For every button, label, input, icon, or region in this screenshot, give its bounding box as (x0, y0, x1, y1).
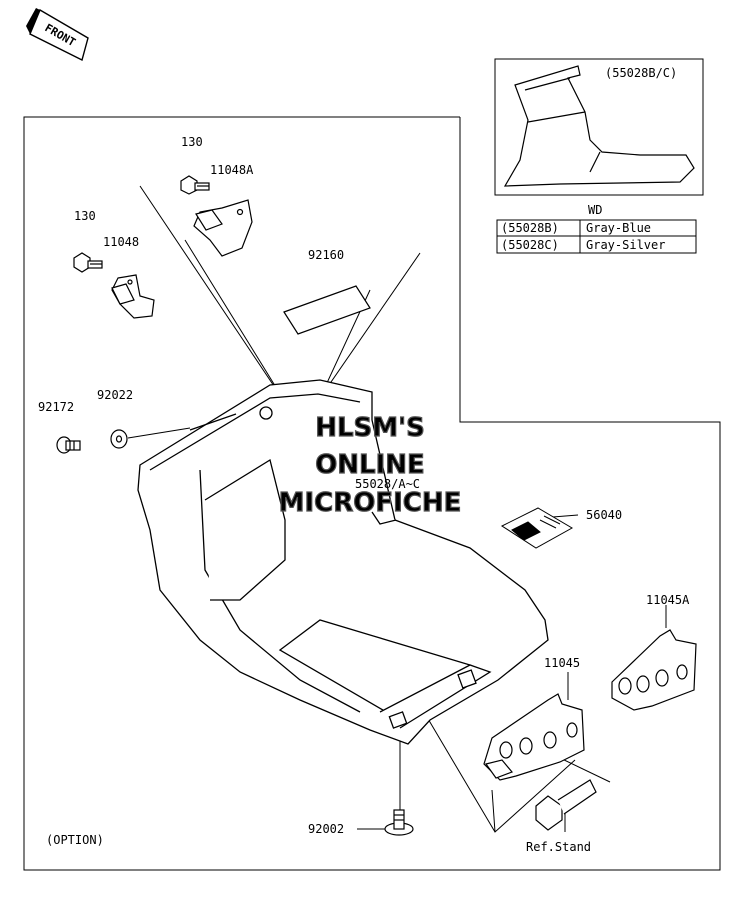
label-ref-stand: Ref.Stand (526, 840, 591, 854)
front-arrow-icon: FRONT (26, 8, 89, 62)
screw-92002 (384, 809, 414, 836)
label-11048A: 11048A (210, 163, 254, 177)
color-table-header: WD (588, 203, 602, 217)
row-color-b: Gray-Blue (586, 221, 651, 235)
washer-92022 (110, 429, 128, 449)
watermark: HLSM'S ONLINE MICROFICHE (278, 412, 462, 518)
label-11048: 11048 (103, 235, 139, 249)
option-boundary (23, 116, 721, 871)
undercowl-55028 (137, 379, 549, 745)
label-56040: 56040 (586, 508, 622, 522)
row-part-b: (55028B) (501, 221, 559, 235)
label-92022: 92022 (97, 388, 133, 402)
inset-callout: (55028B/C) (605, 66, 677, 80)
label-92172: 92172 (38, 400, 74, 414)
label-130-upper: 130 (181, 135, 203, 149)
label-11045A: 11045A (646, 593, 690, 607)
bracket-11048 (111, 274, 155, 319)
label-130-lower: 130 (74, 209, 96, 223)
color-table: WD (55028B) Gray-Blue (55028C) Gray-Silv… (496, 203, 697, 254)
bolt-130-lower (73, 252, 103, 273)
screw-92172 (56, 436, 81, 454)
undercowl-variant-sketch (503, 65, 695, 187)
label-92160: 92160 (308, 248, 344, 262)
row-part-c: (55028C) (501, 238, 559, 252)
watermark-line1: HLSM'S (315, 413, 425, 443)
sticker-92160 (283, 285, 371, 335)
sticker-56040 (500, 507, 574, 549)
label-11045: 11045 (544, 656, 580, 670)
option-label: (OPTION) (46, 833, 104, 847)
label-55028: 55028/A~C (355, 477, 420, 491)
watermark-line3: MICROFICHE (279, 488, 462, 518)
bolt-130-upper (180, 175, 210, 195)
watermark-line2: ONLINE (315, 450, 425, 480)
bracket-11045 (483, 693, 585, 781)
bracket-11045A (611, 629, 697, 711)
label-92002: 92002 (308, 822, 344, 836)
bracket-11048A (193, 199, 253, 257)
stand-bolt (535, 779, 597, 831)
row-color-c: Gray-Silver (586, 238, 665, 252)
